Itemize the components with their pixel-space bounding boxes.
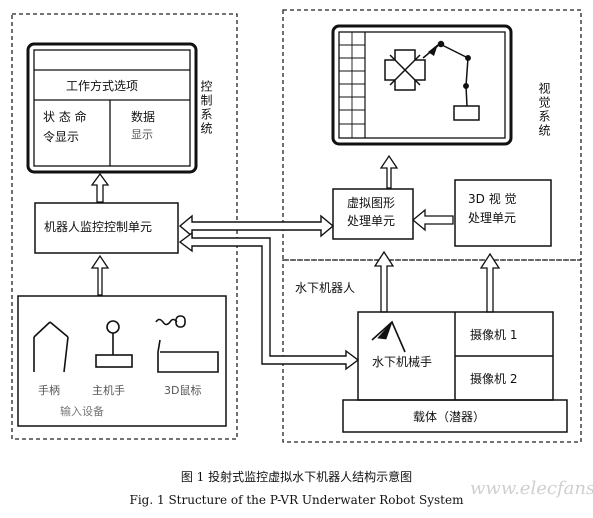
arrow-unit-to-screen bbox=[90, 172, 110, 203]
underwater-region-label: 水下机器人 bbox=[295, 281, 356, 295]
monitor-unit-box bbox=[34, 202, 179, 254]
arrow-robot-to-graphics bbox=[373, 250, 395, 313]
input-group-label: 输入设备 bbox=[60, 405, 104, 418]
input-devices-box bbox=[17, 295, 227, 427]
monitor-unit-label: 机器人监控控制单元 bbox=[44, 220, 153, 234]
master-hand-label: 主机手 bbox=[92, 384, 125, 397]
graphics-unit-line1: 虚拟图形 bbox=[347, 196, 396, 210]
arrow-3d-to-graphics bbox=[411, 208, 454, 232]
camera2-label: 摄像机 2 bbox=[470, 372, 518, 386]
caption-cn: 图 1 投射式监控虚拟水下机器人结构示意图 bbox=[180, 470, 413, 484]
master-hand-icon bbox=[95, 320, 133, 368]
control-monitor-screen bbox=[26, 42, 198, 174]
status-line2: 令显示 bbox=[43, 130, 80, 144]
watermark: www.elecfans.com bbox=[470, 478, 593, 499]
carrier-label: 载体（潜器） bbox=[413, 410, 486, 424]
graphics-unit-box bbox=[332, 188, 414, 240]
joystick-icon bbox=[33, 321, 69, 373]
caption-en: Fig. 1 Structure of the P-VR Underwater … bbox=[129, 493, 464, 507]
camera1-label: 摄像机 1 bbox=[470, 328, 518, 342]
mode-options-label: 工作方式选项 bbox=[66, 79, 139, 93]
link-unit-graphics bbox=[178, 214, 335, 238]
mouse-label: 3D鼠标 bbox=[164, 384, 202, 397]
robot-arm-arrowhead bbox=[428, 44, 438, 56]
vision-region-label: 视觉系统 bbox=[537, 82, 551, 138]
vision-3d-line2: 处理单元 bbox=[468, 211, 517, 225]
arrow-cameras-to-3d bbox=[479, 252, 501, 313]
data-line2: 显示 bbox=[131, 128, 153, 141]
status-line1: 状 态 命 bbox=[43, 110, 87, 124]
control-region-label: 控制系统 bbox=[199, 80, 213, 136]
manipulator-label: 水下机械手 bbox=[372, 355, 433, 369]
mouse-icon bbox=[155, 315, 219, 373]
vision-3d-unit-box bbox=[454, 179, 552, 247]
vision-monitor-screen bbox=[331, 24, 513, 146]
vision-3d-line1: 3D 视 觉 bbox=[468, 192, 517, 206]
joystick-label: 手柄 bbox=[38, 384, 60, 397]
underwater-robot-body bbox=[342, 311, 568, 433]
graphics-unit-line2: 处理单元 bbox=[347, 214, 396, 228]
data-line1: 数据 bbox=[131, 110, 156, 124]
arrow-graphics-to-screen bbox=[379, 154, 399, 189]
underwater-region bbox=[282, 259, 582, 443]
arrow-inputs-to-unit bbox=[90, 254, 110, 296]
link-unit-manipulator bbox=[178, 231, 360, 371]
